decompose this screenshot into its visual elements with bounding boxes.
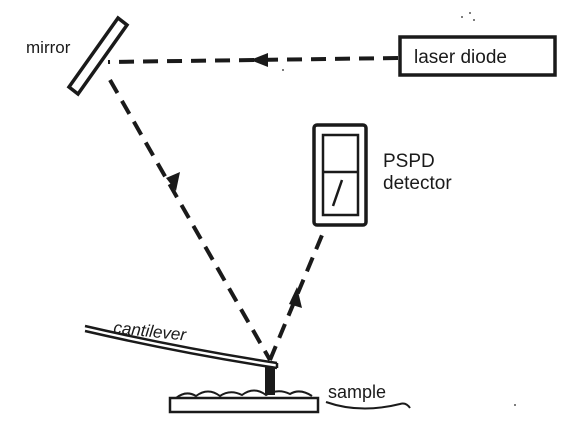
pspd-detector <box>312 123 368 227</box>
laser-diode-label: laser diode <box>414 47 507 68</box>
detector-label-line1: PSPD <box>383 151 435 172</box>
mirror-label: mirror <box>26 38 71 57</box>
scan-specks <box>282 12 516 406</box>
cantilever <box>84 324 279 395</box>
sample-label-underline <box>325 401 411 410</box>
detector-label-line2: detector <box>383 173 452 194</box>
sample-label: sample <box>328 382 386 402</box>
beam-arrow-down-icon <box>166 172 180 191</box>
beam-arrow-left-icon <box>250 53 268 67</box>
laser-diode <box>398 35 557 77</box>
beam-mirror-to-cantilever <box>108 79 272 361</box>
sample <box>168 389 320 414</box>
beam-arrow-up-icon <box>289 287 302 308</box>
mirror <box>66 15 130 97</box>
cantilever-tip <box>265 367 275 395</box>
